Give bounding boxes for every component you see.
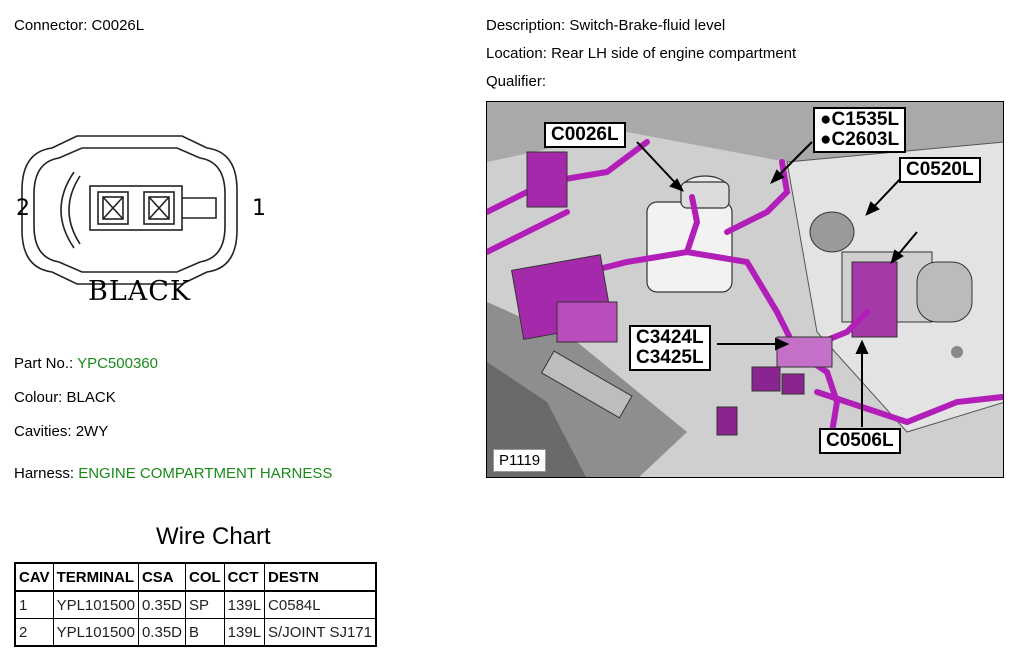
table-cell: YPL101500 [52,618,139,647]
location-value: Rear LH side of engine compartment [551,45,797,62]
callout-c3424l-c3425l: C3424L C3425L [629,325,711,371]
harness-line: Harness: ENGINE COMPARTMENT HARNESS [14,465,332,482]
qualifier-label: Qualifier: [486,73,547,90]
connector-color-label: BLACK [88,276,192,307]
part-number-label: Part No.: [14,355,74,372]
table-row: 2 YPL101500 0.35D B 139L S/JOINT SJ171 [14,618,377,647]
connector-value: C0026L [91,17,145,34]
harness-link[interactable]: ENGINE COMPARTMENT HARNESS [78,465,333,482]
table-cell: SP [185,590,225,619]
connector-line: Connector: C0026L [14,17,144,34]
table-cell: 139L [223,618,266,647]
callout-c1535l-c2603l: ●C1535L ●C2603L [813,107,907,153]
part-number-line: Part No.: YPC500360 [14,355,158,372]
cavities-value: 2WY [75,423,109,440]
qualifier-line: Qualifier: [486,73,546,90]
column-header: CSA [137,562,187,592]
colour-line: Colour: BLACK [14,389,116,406]
pin-label-left: 2 [16,196,30,221]
column-header: COL [185,562,225,592]
table-cell: 0.35D [137,618,187,647]
table-cell: C0584L [264,590,377,619]
cavities-line: Cavities: 2WY [14,423,108,440]
column-header: CAV [14,562,54,592]
table-cell: YPL101500 [52,590,139,619]
table-cell: 2 [14,618,54,647]
engine-bay-illustration [487,102,1003,477]
callout-c0026l: C0026L [544,122,626,148]
callout-c0520l: C0520L [899,157,981,183]
description-value: Switch-Brake-fluid level [569,17,726,34]
harness-label: Harness: [14,465,75,482]
location-label: Location: [486,45,547,62]
cavities-label: Cavities: [14,423,72,440]
wire-chart-title: Wire Chart [156,523,271,550]
callout-c0506l: C0506L [819,428,901,454]
part-number-link[interactable]: YPC500360 [77,355,158,372]
wire-chart-table: CAV TERMINAL CSA COL CCT DESTN 1 YPL1015… [14,562,377,647]
description-line: Description: Switch-Brake-fluid level [486,17,725,34]
column-header: TERMINAL [52,562,139,592]
colour-value: BLACK [66,389,116,406]
table-cell: S/JOINT SJ171 [264,618,377,647]
location-line: Location: Rear LH side of engine compart… [486,45,796,62]
description-label: Description: [486,17,566,34]
pin-label-right: 1 [252,196,266,221]
colour-label: Colour: [14,389,63,406]
table-cell: 0.35D [137,590,187,619]
table-cell: 1 [14,590,54,619]
connector-location-photo: C0026L ●C1535L ●C2603L C0520L C3424L C34… [486,101,1004,478]
column-header: CCT [223,562,266,592]
table-row: 1 YPL101500 0.35D SP 139L C0584L [14,590,377,619]
connector-label: Connector: [14,17,88,34]
column-header: DESTN [264,562,377,592]
table-cell: B [185,618,225,647]
table-header-row: CAV TERMINAL CSA COL CCT DESTN [14,562,377,592]
connector-face-diagram [21,135,238,285]
figure-code: P1119 [493,449,547,472]
table-cell: 139L [223,590,266,619]
